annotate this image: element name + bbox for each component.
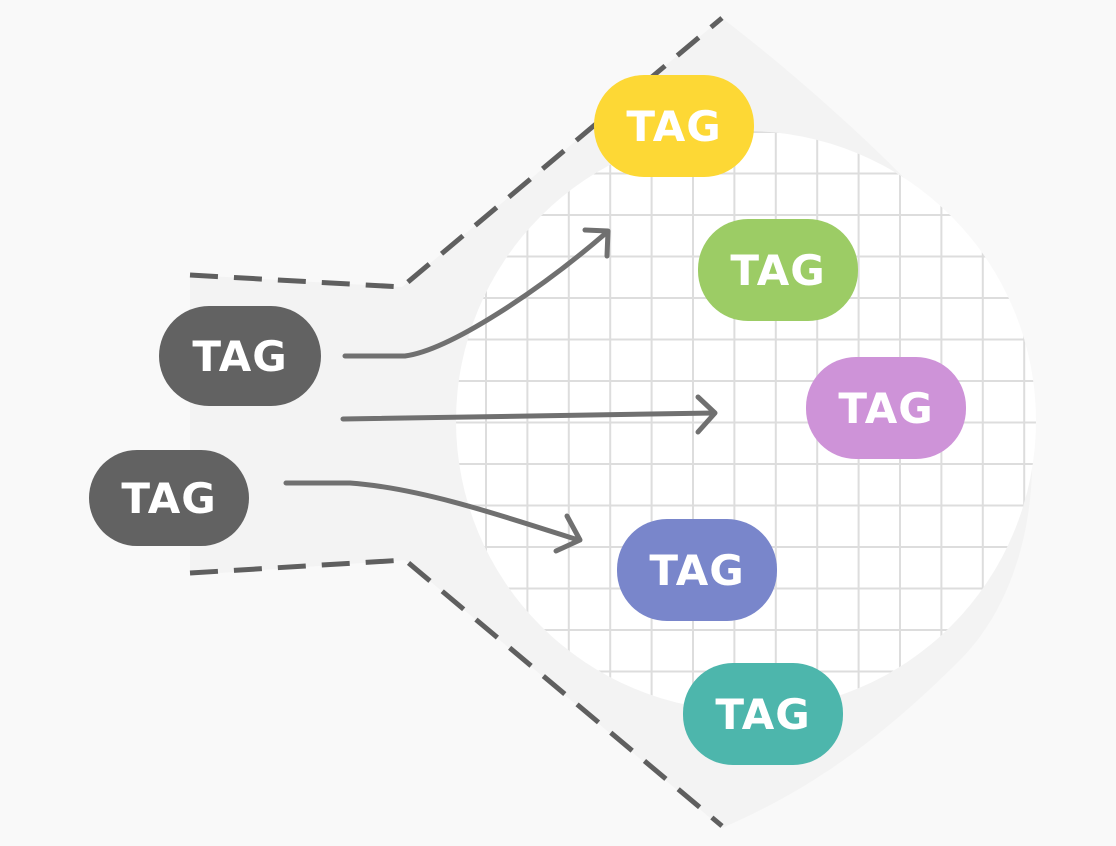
arrow-middle-head (695, 394, 718, 435)
arrow-upper-head (582, 227, 611, 259)
target-tag-purple-label: TAG (838, 383, 934, 433)
target-tag-blue-label: TAG (649, 545, 745, 595)
target-tag-blue: TAG (617, 519, 777, 621)
target-tag-teal-label: TAG (715, 689, 811, 739)
target-tag-green-label: TAG (730, 245, 826, 295)
source-tag-1: TAG (159, 306, 321, 406)
arrow-upper (342, 230, 609, 359)
target-tag-yellow: TAG (594, 75, 754, 177)
target-tag-green: TAG (698, 219, 858, 321)
source-tag-2: TAG (89, 450, 249, 546)
source-tag-1-label: TAG (192, 331, 288, 381)
target-tag-purple: TAG (806, 357, 966, 459)
target-tag-yellow-label: TAG (626, 101, 722, 151)
target-tag-teal: TAG (683, 663, 843, 765)
arrow-lower-head (553, 513, 583, 554)
arrow-middle (340, 410, 717, 422)
funnel-bottom-border (189, 557, 724, 828)
arrow-lower (283, 480, 581, 543)
source-tag-2-label: TAG (121, 473, 217, 523)
